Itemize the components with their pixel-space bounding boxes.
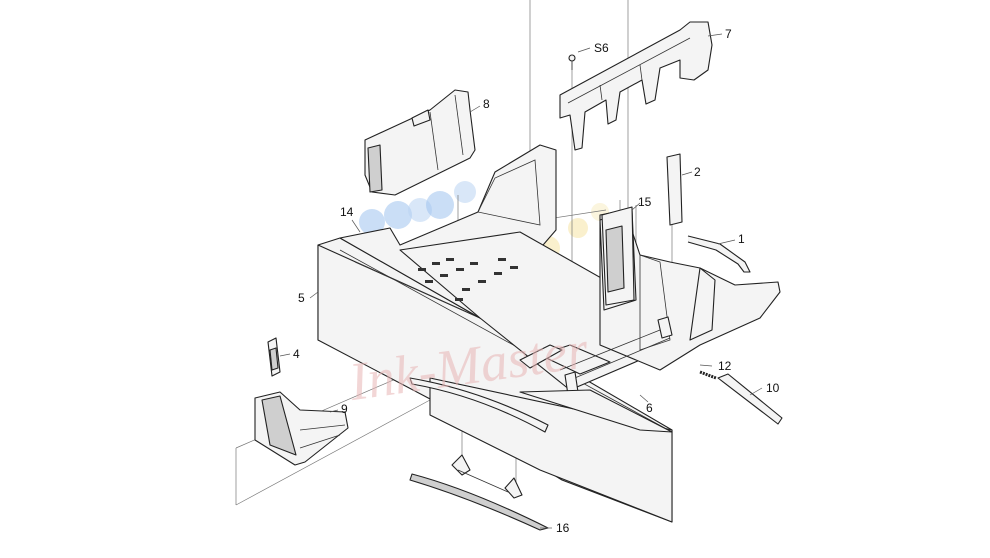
leader-lines <box>279 33 763 529</box>
callout-2: 2 <box>694 165 701 179</box>
screw-s6 <box>568 54 576 70</box>
part-10-rod <box>717 373 783 425</box>
callout-9: 9 <box>341 402 348 416</box>
callout-6: 6 <box>646 401 653 415</box>
callout-16: 16 <box>556 521 570 535</box>
part-9-bracket <box>254 391 349 466</box>
part-12-spring <box>699 370 717 380</box>
part-1-arm <box>687 235 751 273</box>
callout-s6: S6 <box>594 41 609 55</box>
callout-5: 5 <box>298 291 305 305</box>
callout-7: 7 <box>725 27 732 41</box>
callout-8: 8 <box>483 97 490 111</box>
part-6-front-strip <box>409 377 549 433</box>
callout-15: 15 <box>638 195 652 209</box>
part-2-plate <box>666 153 683 226</box>
part-8-side-guide <box>364 89 476 196</box>
callout-1: 1 <box>738 232 745 246</box>
tray-floor-slots <box>418 258 518 301</box>
callout-4: 4 <box>293 347 300 361</box>
part-16-curved-strip <box>409 454 549 531</box>
part-4-latch <box>267 337 281 377</box>
part-7-rear-guide <box>559 21 713 151</box>
callout-10: 10 <box>766 381 780 395</box>
callout-12: 12 <box>718 359 732 373</box>
callout-labels: 7 S6 8 2 15 14 1 5 4 12 10 6 9 16 <box>293 27 780 535</box>
callout-14: 14 <box>340 205 354 219</box>
part-15-block <box>601 206 635 306</box>
